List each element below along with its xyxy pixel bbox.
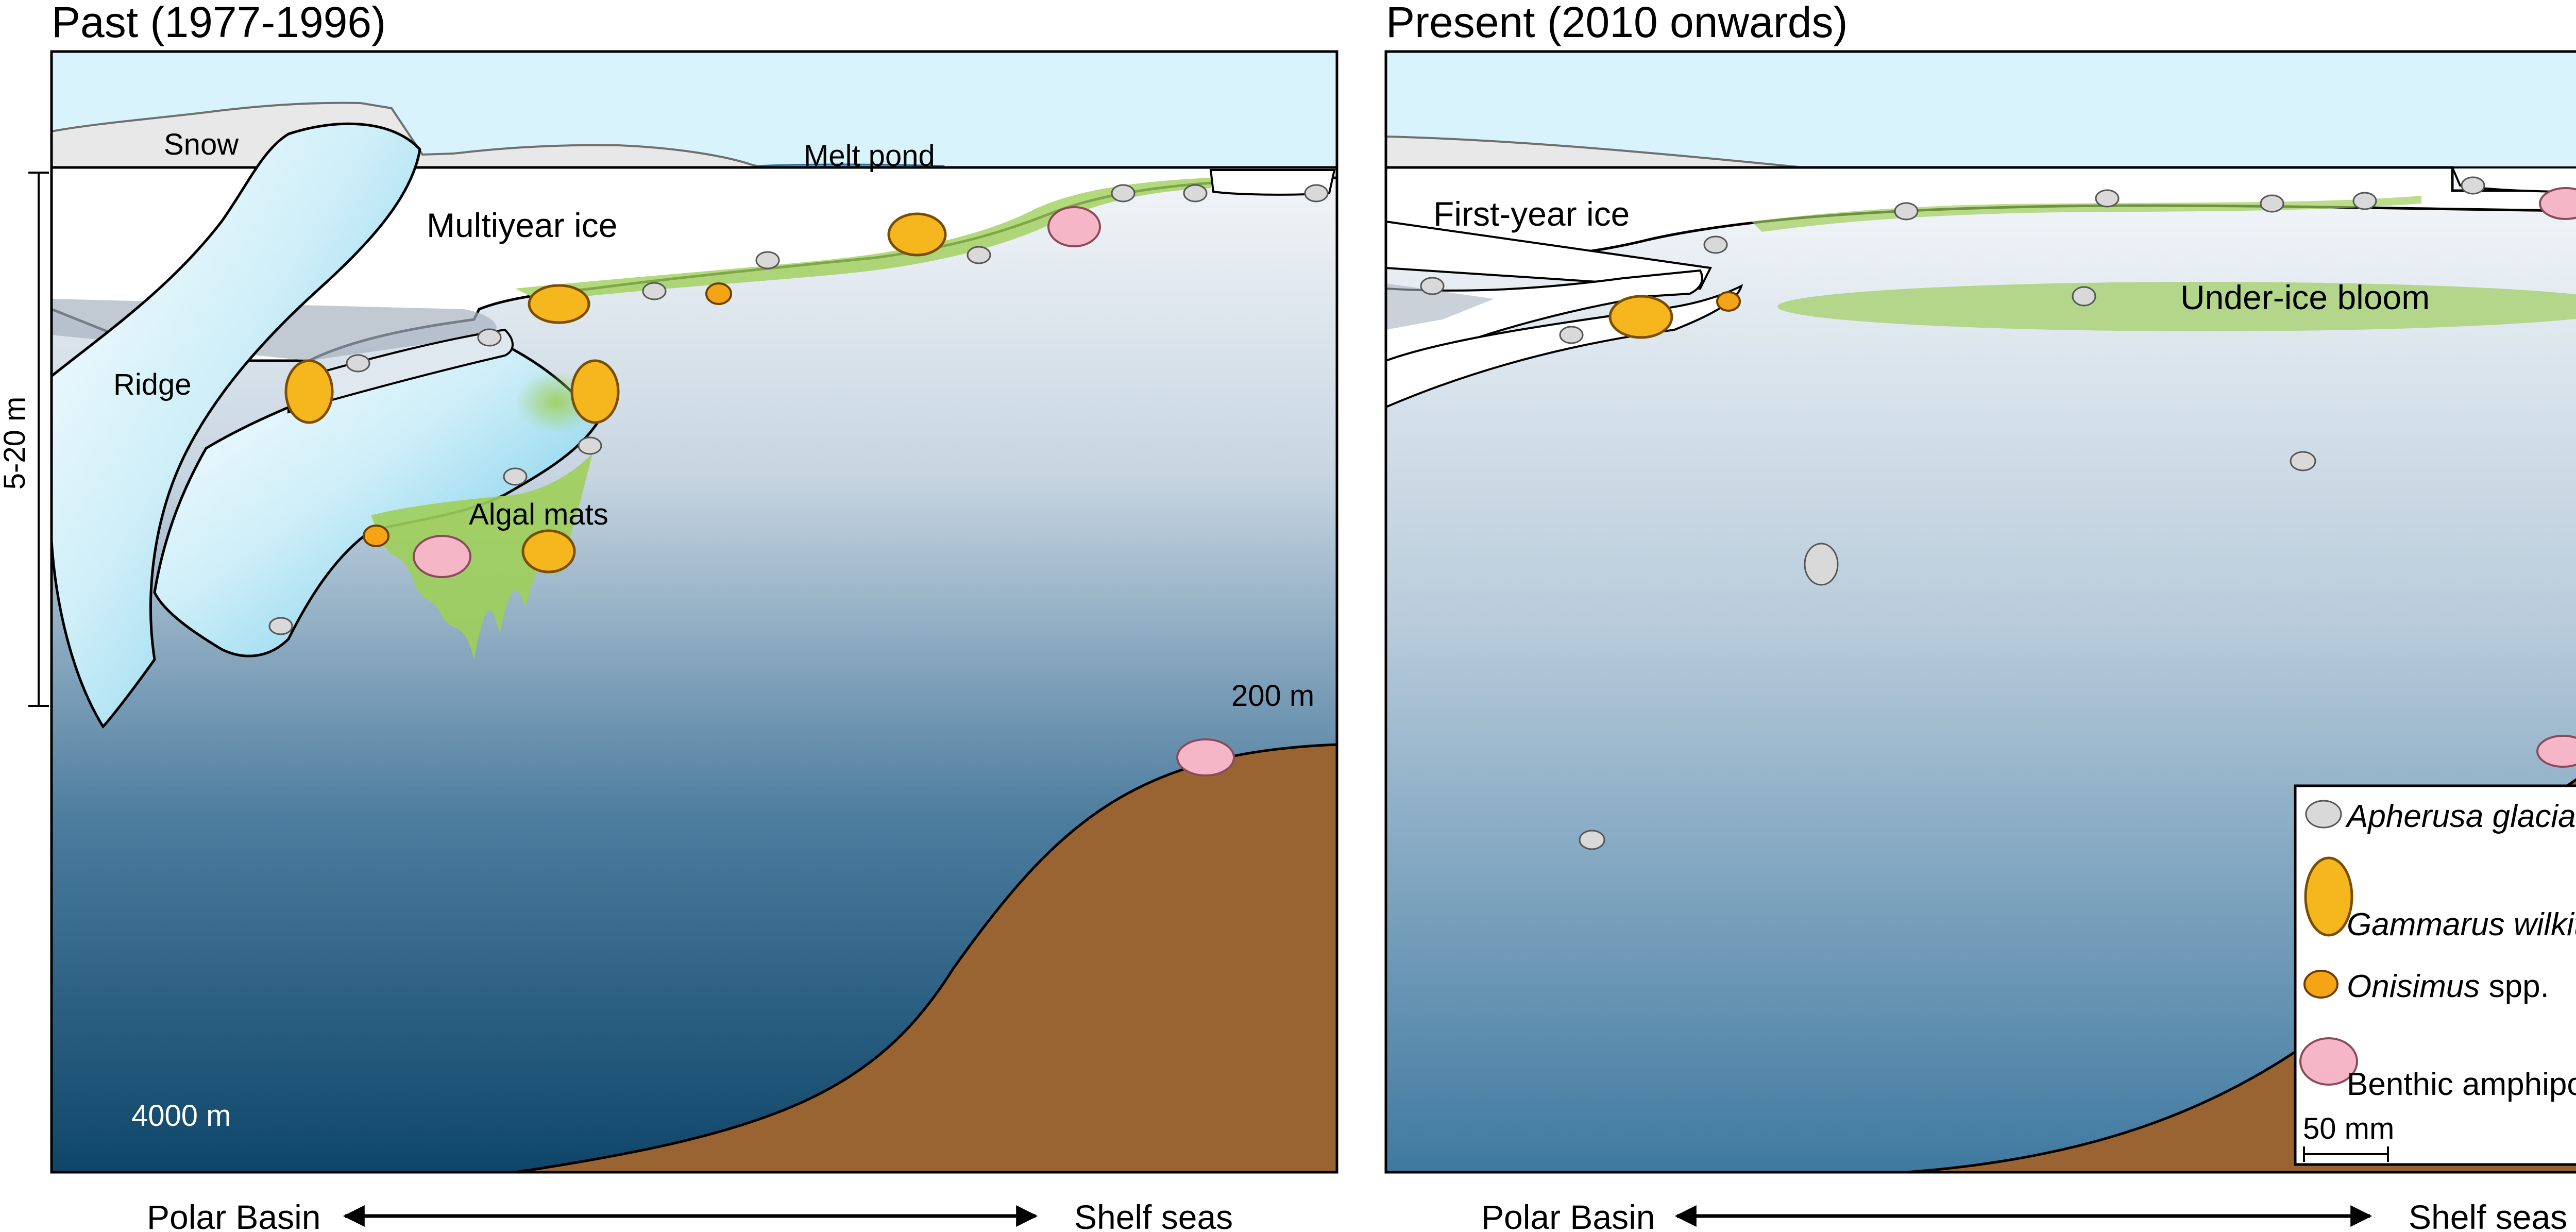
panel-present: Present (2010 onwards) First-year ice Un… xyxy=(1384,0,2576,1174)
present-algae-band xyxy=(1752,196,2421,232)
amphipod-apherusa xyxy=(967,246,991,264)
legend-benthic-label: Benthic amphipods xyxy=(2347,1067,2576,1102)
past-algae-band xyxy=(515,178,1211,301)
past-axis-left-label: Polar Basin xyxy=(147,1198,321,1232)
present-title: Present (2010 onwards) xyxy=(1386,0,1848,46)
legend-benthic-icon xyxy=(2299,1037,2358,1086)
amphipod-apherusa xyxy=(1804,543,1839,586)
amphipod-apherusa xyxy=(2290,451,2316,471)
amphipod-benthic xyxy=(413,535,471,578)
past-scale-label: 5-20 m xyxy=(0,397,31,490)
present-first-year-label: First-year ice xyxy=(1433,195,1630,233)
past-ridge-block xyxy=(50,122,421,729)
amphipod-benthic xyxy=(2539,187,2576,220)
amphipod-gammarus xyxy=(887,212,947,257)
past-melt-pond-label: Melt pond xyxy=(804,139,935,173)
legend-gammarus-icon xyxy=(2304,856,2353,937)
amphipod-apherusa xyxy=(346,354,370,373)
amphipod-apherusa xyxy=(1559,326,1584,344)
amphipod-gammarus xyxy=(570,359,620,424)
present-amphipods xyxy=(1420,176,2576,850)
amphipod-apherusa xyxy=(1420,277,1445,295)
amphipod-apherusa xyxy=(2461,176,2485,195)
past-title: Past (1977-1996) xyxy=(52,0,386,46)
legend-apherusa-icon xyxy=(2305,800,2342,829)
present-axis-left-label: Polar Basin xyxy=(1481,1198,1655,1232)
amphipod-apherusa xyxy=(1894,202,1919,221)
present-ice-slab-shadow xyxy=(1386,283,1494,330)
past-algal-mats xyxy=(371,453,592,660)
amphipod-apherusa xyxy=(2260,194,2284,213)
past-ridge-slab xyxy=(287,328,514,414)
past-snow-label: Snow xyxy=(164,128,239,161)
amphipod-benthic xyxy=(2536,735,2576,768)
amphipod-apherusa xyxy=(2095,189,2120,208)
amphipod-apherusa xyxy=(2352,192,2377,210)
amphipod-apherusa xyxy=(1703,235,1728,254)
amphipod-apherusa xyxy=(642,282,667,300)
amphipod-apherusa xyxy=(1579,830,1605,850)
amphipod-apherusa xyxy=(268,617,293,635)
legend-onisimus-suffix: spp. xyxy=(2480,969,2549,1004)
amphipod-apherusa xyxy=(1111,184,1136,202)
amphipod-gammarus xyxy=(521,529,576,573)
amphipod-onisimus xyxy=(363,525,389,547)
amphipod-gammarus xyxy=(1608,295,1673,339)
present-under-ice-bloom xyxy=(1777,282,2576,331)
amphipod-apherusa xyxy=(1304,184,1329,202)
legend-onisimus-icon xyxy=(2303,970,2338,999)
present-bloom-label: Under-ice bloom xyxy=(2180,278,2430,316)
past-algal-label: Algal mats xyxy=(469,498,608,531)
amphipod-apherusa xyxy=(578,436,602,455)
amphipod-apherusa xyxy=(477,328,502,347)
past-ridge-label: Ridge xyxy=(113,368,192,401)
amphipod-onisimus xyxy=(1716,291,1741,312)
legend-scale-label: 50 mm xyxy=(2303,1112,2394,1145)
present-frame xyxy=(1384,50,2576,1174)
past-multiyear-label: Multiyear ice xyxy=(427,206,617,244)
present-axis-right-label: Shelf seas xyxy=(2409,1198,2567,1232)
present-ice-slab-2 xyxy=(1385,269,1703,362)
amphipod-apherusa xyxy=(2072,286,2096,307)
amphipod-gammarus xyxy=(284,359,334,424)
legend-box xyxy=(2294,784,2576,1166)
past-axis-right-label: Shelf seas xyxy=(1074,1198,1233,1232)
past-frame xyxy=(50,50,1338,1174)
legend: Apherusa glacialis Gammarus wilkitzkii O… xyxy=(2294,784,2576,1166)
past-amphipods xyxy=(268,184,1329,777)
axis-present: Polar Basin Shelf seas xyxy=(1481,1198,2567,1232)
legend-onisimus-genus: Onisimus xyxy=(2347,969,2480,1004)
legend-apherusa-label: Apherusa glacialis xyxy=(2345,799,2576,834)
axis-past: Polar Basin Shelf seas xyxy=(147,1198,1233,1232)
present-snow xyxy=(1385,135,1804,168)
amphipod-benthic xyxy=(1176,738,1235,777)
amphipod-apherusa xyxy=(503,467,528,486)
legend-onisimus-label: Onisimus spp. xyxy=(2347,969,2549,1004)
amphipod-gammarus xyxy=(528,284,590,324)
amphipod-apherusa xyxy=(755,251,780,269)
amphipod-benthic xyxy=(1047,206,1101,247)
past-depth-shelf: 200 m xyxy=(1231,679,1314,713)
amphipod-onisimus xyxy=(705,282,732,305)
legend-gammarus-label: Gammarus wilkitzkii xyxy=(2347,907,2576,942)
panel-past: Past (1977-1996) 5-20 m Snow Melt xyxy=(0,0,1338,1174)
past-snow xyxy=(50,102,763,168)
past-depth-basin: 4000 m xyxy=(131,1099,231,1133)
amphipod-apherusa xyxy=(1183,184,1208,202)
